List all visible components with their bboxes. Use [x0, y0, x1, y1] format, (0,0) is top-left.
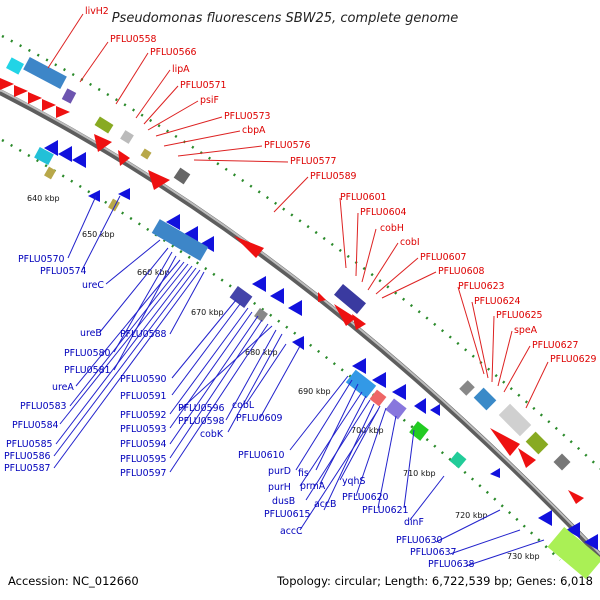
gene-label-PFLU0595: PFLU0595 [120, 454, 167, 465]
gene-label-PFLU0570: PFLU0570 [18, 254, 65, 265]
gene-label-PFLU0610: PFLU0610 [238, 450, 285, 461]
gene-label-lipA: lipA [172, 64, 190, 75]
gene-label-PFLU0609: PFLU0609 [236, 413, 283, 424]
gene-label-purH: purH [268, 482, 291, 493]
gene-label-PFLU0576: PFLU0576 [264, 140, 311, 151]
gene-label-PFLU0637: PFLU0637 [410, 547, 457, 558]
gene-label-dinF: dinF [404, 517, 424, 528]
gene-label-PFLU0601: PFLU0601 [340, 192, 387, 203]
reverse-gene-labels: PFLU0570 PFLU0574 ureC ureB PFLU0580 PFL… [4, 254, 475, 570]
gene-label-PFLU0558: PFLU0558 [110, 34, 157, 45]
gene-label-fis: fis [298, 468, 309, 479]
gene-label-PFLU0604: PFLU0604 [360, 207, 407, 218]
gene-label-PFLU0615: PFLU0615 [264, 509, 311, 520]
gene-label-PFLU0620: PFLU0620 [342, 492, 389, 503]
gene-label-PFLU0608: PFLU0608 [438, 266, 485, 277]
kbp-tick: 650 kbp [82, 230, 115, 239]
gene-label-speA: speA [514, 325, 538, 336]
genome-backbone [0, 89, 600, 561]
gene-label-PFLU0621: PFLU0621 [362, 505, 409, 516]
gene-label-purD: purD [268, 466, 291, 477]
gene-label-PFLU0590: PFLU0590 [120, 374, 167, 385]
gene-label-cbpA: cbpA [242, 125, 266, 136]
kbp-tick: 710 kbp [403, 469, 436, 478]
gene-label-PFLU0625: PFLU0625 [496, 310, 543, 321]
gene-label-PFLU0630: PFLU0630 [396, 535, 443, 546]
gene-label-PFLU0577: PFLU0577 [290, 156, 337, 167]
reverse-gene-arrows [44, 140, 598, 550]
gene-label-accC: accC [280, 526, 303, 537]
gene-label-PFLU0591: PFLU0591 [120, 391, 167, 402]
outer-feature-block [6, 56, 571, 471]
gene-label-yqhS: yqhS [342, 476, 365, 487]
inner-feature-block [34, 146, 600, 580]
kbp-tick: 720 kbp [455, 511, 488, 520]
gene-label-PFLU0629: PFLU0629 [550, 354, 597, 365]
kbp-tick: 660 kbp [137, 268, 170, 277]
gene-label-PFLU0587: PFLU0587 [4, 463, 51, 474]
gene-label-psiF: psiF [200, 95, 219, 106]
genome-summary: Topology: circular; Length: 6,722,539 bp… [276, 574, 593, 588]
kbp-tick: 670 kbp [191, 308, 224, 317]
map-title: Pseudomonas fluorescens SBW25, complete … [112, 11, 459, 26]
gene-label-PFLU0581: PFLU0581 [64, 365, 111, 376]
gene-label-livH2: livH2 [85, 6, 109, 17]
gene-label-dusB: dusB [272, 496, 295, 507]
gene-label-PFLU0623: PFLU0623 [458, 281, 505, 292]
gene-label-cobL: cobL [232, 400, 255, 411]
gene-label-prmA: prmA [300, 481, 326, 492]
gene-label-PFLU0592: PFLU0592 [120, 410, 167, 421]
gene-label-PFLU0624: PFLU0624 [474, 296, 521, 307]
kbp-tick: 730 kbp [507, 552, 540, 561]
gene-label-cobH: cobH [380, 223, 404, 234]
gene-label-PFLU0583: PFLU0583 [20, 401, 67, 412]
gene-label-ureB: ureB [80, 328, 102, 339]
forward-gene-arrows [0, 78, 584, 504]
gene-label-PFLU0597: PFLU0597 [120, 468, 167, 479]
gene-label-PFLU0586: PFLU0586 [4, 451, 51, 462]
gene-label-PFLU0585: PFLU0585 [6, 439, 53, 450]
kbp-tick: 680 kbp [245, 348, 278, 357]
gene-label-PFLU0598: PFLU0598 [178, 416, 225, 427]
gene-label-PFLU0573: PFLU0573 [224, 111, 271, 122]
gene-label-PFLU0589: PFLU0589 [310, 171, 357, 182]
gene-label-ureC: ureC [82, 280, 104, 291]
gene-label-PFLU0574: PFLU0574 [40, 266, 87, 277]
reverse-gene-leaders [53, 195, 545, 567]
kbp-tick: 690 kbp [298, 387, 331, 396]
gene-label-PFLU0593: PFLU0593 [120, 424, 167, 435]
kbp-tick: 640 kbp [27, 194, 60, 203]
gene-label-PFLU0596: PFLU0596 [178, 403, 225, 414]
gene-label-PFLU0566: PFLU0566 [150, 47, 197, 58]
gene-label-PFLU0580: PFLU0580 [64, 348, 111, 359]
gene-label-PFLU0584: PFLU0584 [12, 420, 59, 431]
accession-text: Accession: NC_012660 [8, 574, 139, 588]
gene-label-ureA: ureA [52, 382, 74, 393]
gene-label-accB: accB [314, 499, 337, 510]
gene-label-PFLU0594: PFLU0594 [120, 439, 167, 450]
forward-gene-labels [47, 13, 549, 409]
gene-label-cobK: cobK [200, 429, 224, 440]
gene-label-PFLU0638: PFLU0638 [428, 559, 475, 570]
gene-label-PFLU0571: PFLU0571 [180, 80, 227, 91]
gene-label-cobI: cobI [400, 237, 420, 248]
gene-label-PFLU0588: PFLU0588 [120, 329, 167, 340]
gene-label-PFLU0627: PFLU0627 [532, 340, 579, 351]
gene-label-PFLU0607: PFLU0607 [420, 252, 467, 263]
